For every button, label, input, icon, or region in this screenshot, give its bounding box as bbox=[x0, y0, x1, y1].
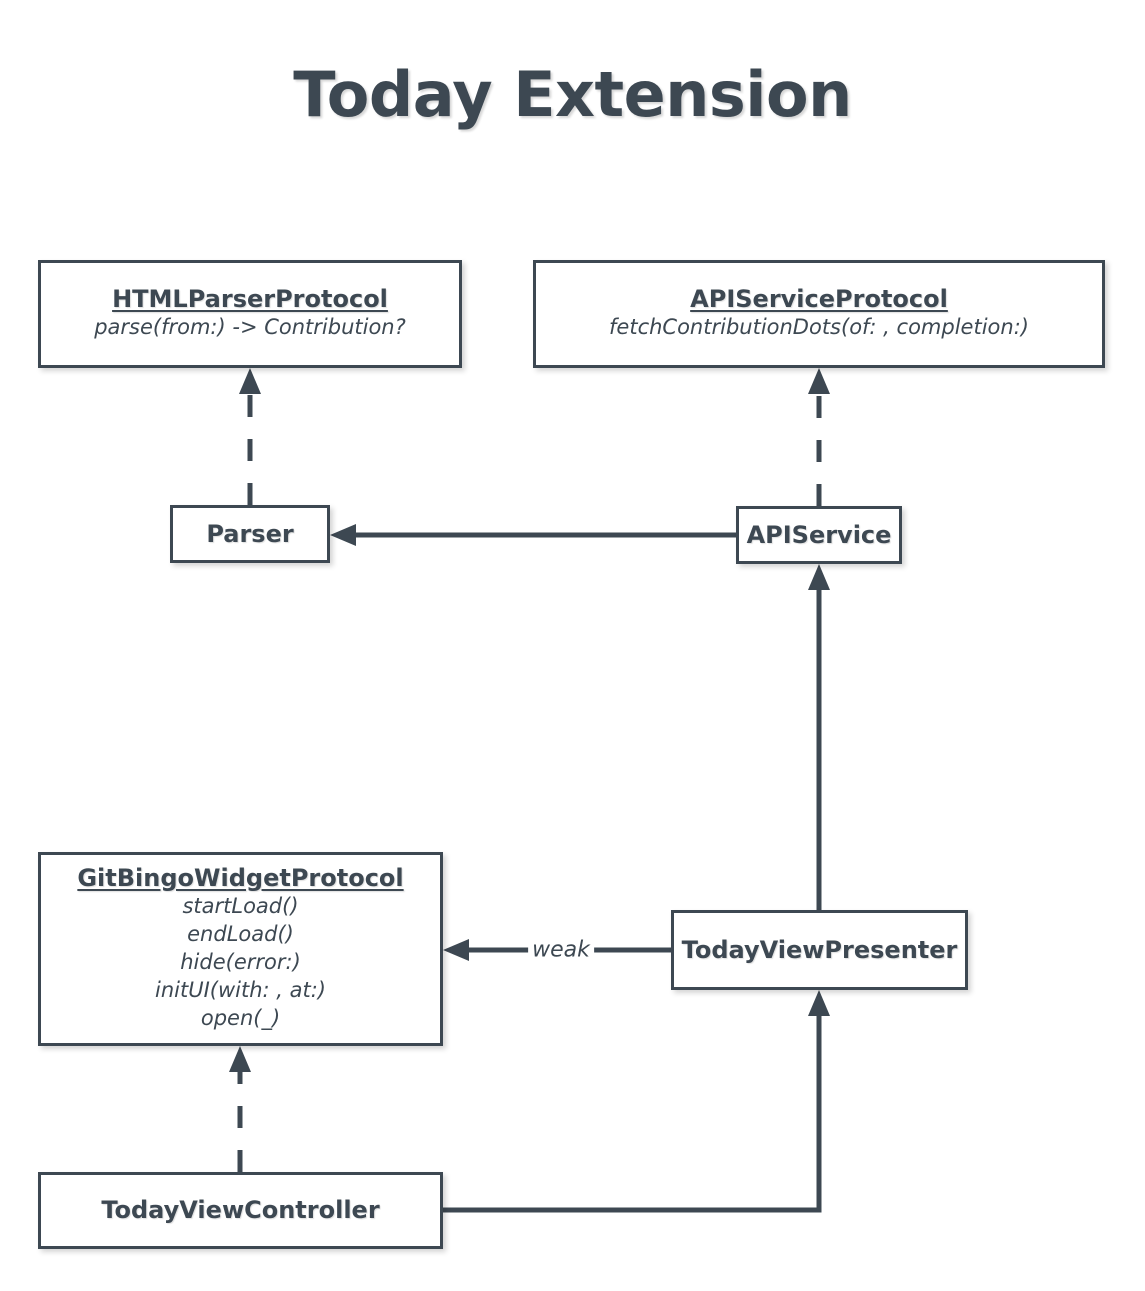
node-title: Parser bbox=[206, 519, 294, 548]
arrowhead-api-service-uses-parser bbox=[330, 524, 356, 546]
node-member: hide(error:) bbox=[180, 950, 301, 975]
arrowhead-api-service-implements-api-service-protocol bbox=[808, 368, 830, 394]
arrowhead-today-view-presenter-weak-widget bbox=[443, 939, 469, 961]
node-member: initUI(with: , at:) bbox=[155, 978, 326, 1003]
edge-today-view-controller-uses-presenter bbox=[443, 1016, 822, 1213]
node-title: APIServiceProtocol bbox=[690, 284, 948, 313]
node-title: TodayViewPresenter bbox=[681, 935, 958, 964]
page-title: Today Extension bbox=[293, 58, 852, 131]
node-title: GitBingoWidgetProtocol bbox=[77, 864, 404, 892]
node-title: APIService bbox=[746, 520, 892, 549]
edge-label-today-view-presenter-weak-widget: weak bbox=[528, 937, 594, 963]
node-member: startLoad() bbox=[182, 894, 299, 919]
node-api-service[interactable]: APIService bbox=[736, 506, 902, 564]
arrowhead-today-view-controller-uses-presenter bbox=[808, 990, 830, 1016]
arrowhead-parser-implements-html-parser-protocol bbox=[239, 368, 261, 394]
node-parser[interactable]: Parser bbox=[170, 505, 330, 563]
node-member: parse(from:) -> Contribution? bbox=[94, 315, 406, 340]
arrowhead-today-view-controller-implements-widget-protocol bbox=[229, 1046, 251, 1072]
node-member-list: fetchContributionDots(of: , completion:) bbox=[609, 314, 1029, 342]
node-member-list: parse(from:) -> Contribution? bbox=[94, 314, 406, 342]
node-member: open(_) bbox=[200, 1006, 281, 1031]
arrowhead-today-view-presenter-uses-api-service bbox=[808, 564, 830, 590]
node-member: endLoad() bbox=[187, 922, 294, 947]
node-today-view-controller[interactable]: TodayViewController bbox=[38, 1172, 443, 1249]
node-member: fetchContributionDots(of: , completion:) bbox=[609, 315, 1029, 340]
node-today-view-presenter[interactable]: TodayViewPresenter bbox=[671, 910, 968, 990]
node-title: HTMLParserProtocol bbox=[112, 284, 388, 313]
node-member-list: startLoad() endLoad() hide(error:) initUI(w… bbox=[155, 893, 326, 1033]
node-title: TodayViewController bbox=[101, 1196, 380, 1225]
